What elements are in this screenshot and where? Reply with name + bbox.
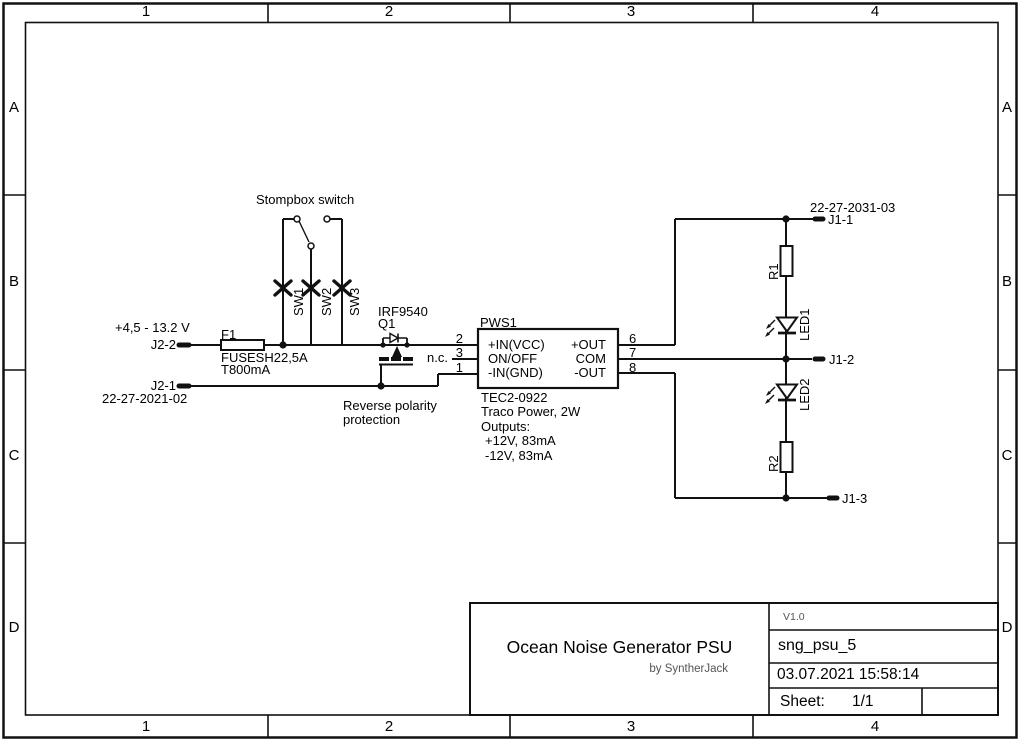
frame-row-c-left: C (8, 447, 20, 464)
j1-2-label: J1-2 (829, 352, 855, 367)
led2-symbol (765, 383, 799, 404)
frame-col-2-bottom: 2 (384, 718, 394, 735)
frame-row-a-left: A (8, 99, 19, 116)
j1-3-label: J1-3 (842, 491, 868, 506)
j1-1-label: J1-1 (828, 212, 854, 227)
frame-col-4-top: 4 (870, 3, 880, 20)
pws1-pin-com: COM (575, 351, 606, 366)
pws1-pin1-number: 1 (455, 360, 463, 375)
frame-col-1-bottom: 1 (141, 718, 151, 735)
pws1-box (476, 327, 620, 390)
sw2-label: SW2 (319, 287, 334, 316)
channel-bar (379, 357, 413, 361)
pws1-pin6-number: 6 (629, 331, 637, 346)
q1-part: IRF9540 (378, 304, 428, 319)
pws1-pin3-number: 3 (455, 345, 463, 360)
resistor-r2-symbol (779, 441, 794, 473)
pws1-output-neg: -12V, 83mA (485, 448, 553, 463)
switch-symbol (293, 215, 331, 250)
pws1-maker: Traco Power, 2W (481, 404, 581, 419)
led1-symbol (765, 316, 799, 337)
pws1-pin7-number: 7 (629, 345, 637, 360)
frame-row-c-right: C (1001, 447, 1013, 464)
title-block-datetime: 03.07.2021 15:58:14 (777, 666, 920, 683)
connector-stubs (176, 216, 840, 501)
substrate-arrow (392, 346, 402, 357)
fuse-symbol (220, 339, 265, 351)
q1-note-line1: Reverse polarity (343, 398, 437, 413)
mosfet-symbol (379, 332, 413, 386)
nc-label: n.c. (427, 350, 448, 365)
pws1-pin-in-vcc: +IN(VCC) (488, 337, 545, 352)
title-block-version: V1.0 (783, 611, 805, 623)
r1-label: R1 (766, 263, 781, 280)
frame-col-3-top: 3 (626, 3, 636, 20)
pws1-pin2-number: 2 (455, 331, 463, 346)
frame-row-d-right: D (1001, 619, 1013, 636)
pws1-pin-onoff: ON/OFF (488, 351, 538, 366)
title-block-author: by SyntherJack (649, 663, 728, 675)
fuse-rating: T800mA (221, 362, 271, 377)
sw1-label: SW1 (291, 287, 306, 316)
emission-arrows (765, 319, 776, 337)
fuse-ref: F1 (221, 327, 237, 342)
sw2-x (301, 279, 321, 297)
jumper-x-marks (273, 279, 352, 297)
frame-col-3-bottom: 3 (626, 718, 636, 735)
led2-label: LED2 (797, 378, 812, 411)
pws1-output-pos: +12V, 83mA (485, 433, 556, 448)
pws1-pin-out-pos: +OUT (570, 337, 606, 352)
pws1-outputs-title: Outputs: (481, 419, 531, 434)
pws1-ref: PWS1 (480, 315, 517, 330)
pws1-pin-in-gnd: -IN(GND) (488, 365, 543, 380)
j2-part-number: 22-27-2021-02 (102, 391, 188, 406)
body-diode (389, 332, 400, 344)
junction-dots (279, 215, 790, 502)
fuse-value: FUSESH22,5A (221, 350, 308, 365)
stompbox-switch-label: Stompbox switch (256, 192, 355, 207)
q1-ref: Q1 (378, 316, 396, 331)
pws1-part: TEC2-0922 (481, 390, 548, 405)
j1-part-number: 22-27-2031-03 (810, 200, 896, 215)
frame-row-d-left: D (8, 619, 20, 636)
frame-col-4-bottom: 4 (870, 718, 880, 735)
title-block-sheet-label: Sheet: (780, 693, 825, 710)
led1-label: LED1 (797, 308, 812, 341)
title-block-grid (469, 602, 999, 716)
frame-col-1-top: 1 (141, 3, 151, 20)
resistor-r1-symbol (779, 245, 794, 277)
input-voltage-label: +4,5 - 13.2 V (115, 320, 190, 335)
j2-1-label: J2-1 (150, 378, 176, 393)
emission-arrows (765, 386, 776, 404)
frame-col-2-top: 2 (384, 3, 394, 20)
j2-2-label: J2-2 (150, 337, 176, 352)
frame-row-b-left: B (8, 273, 19, 290)
pws1-pin8-number: 8 (629, 360, 637, 375)
r2-label: R2 (766, 455, 781, 472)
pws1-pin-out-neg: -OUT (574, 365, 606, 380)
sw3-label: SW3 (347, 287, 362, 316)
title-block-title: Ocean Noise Generator PSU (506, 637, 733, 657)
title-block-sheet-value: 1/1 (852, 693, 874, 710)
sw1-x (273, 279, 293, 297)
frame-row-a-right: A (1001, 99, 1012, 116)
frame-row-b-right: B (1001, 273, 1012, 290)
title-block-filename: sng_psu_5 (778, 637, 857, 654)
sw3-x (332, 279, 352, 297)
q1-note-line2: protection (343, 412, 401, 427)
